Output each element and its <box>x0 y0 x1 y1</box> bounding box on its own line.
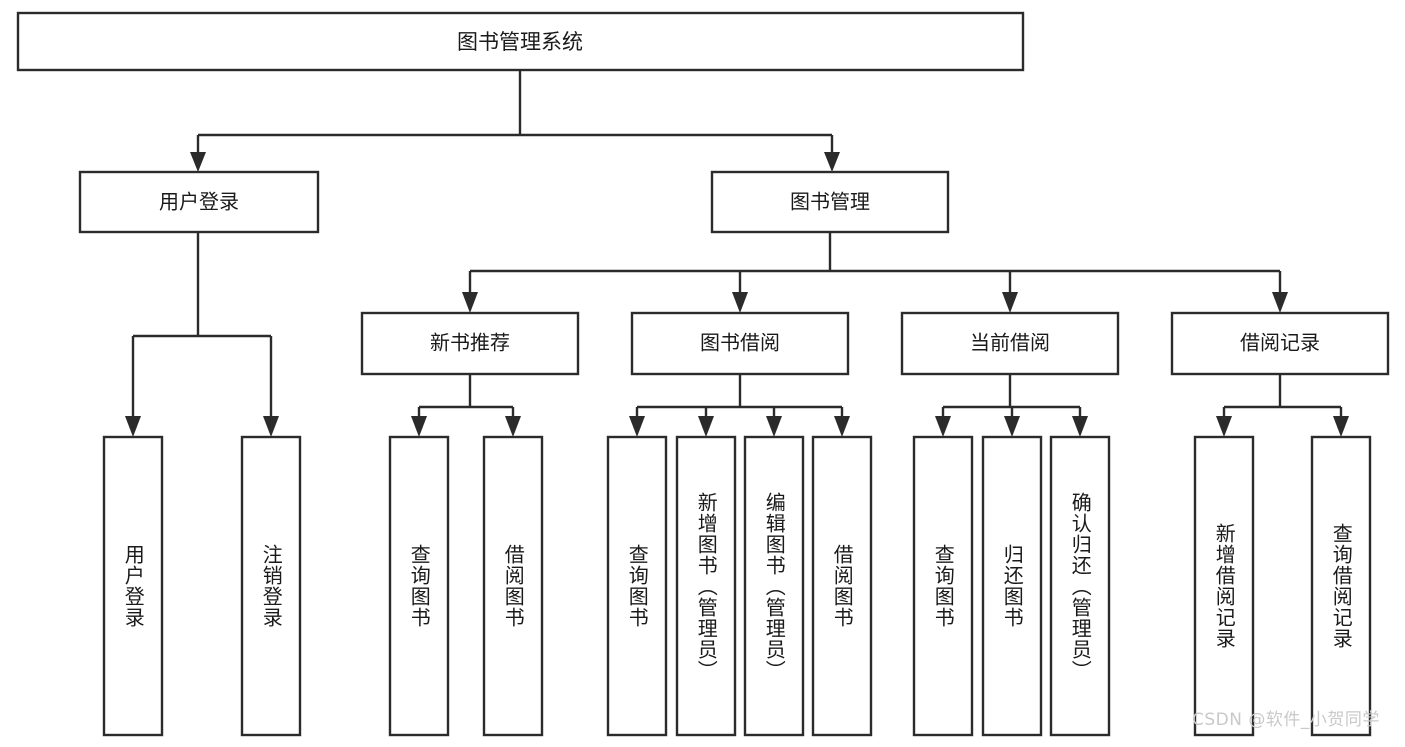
node-leaf-borrow-add-box[interactable] <box>675 435 737 737</box>
node-book-manage[interactable]: 图书管理 <box>710 170 950 234</box>
leaf-box-group <box>102 435 1372 737</box>
node-leaf-rec-query-box[interactable] <box>388 435 450 737</box>
arrow-head-leaf-borrow-edit <box>766 416 782 437</box>
arrow-head-leaf-rec-borrow <box>505 416 521 437</box>
node-leaf-user-logout-box[interactable] <box>240 435 302 737</box>
node-leaf-rec-add-box[interactable] <box>1193 435 1255 737</box>
arrow-head-book-manage <box>824 152 840 172</box>
node-leaf-borrow-query-box[interactable] <box>606 435 668 737</box>
arrow-head-user-login <box>190 152 206 172</box>
node-leaf-borrow-lend-box[interactable] <box>811 435 873 737</box>
csdn-watermark: CSDN @软件_小贺同学 <box>1192 710 1380 730</box>
node-borrow-record-box[interactable] <box>1170 311 1390 376</box>
arrow-head-leaf-cur-return <box>1004 416 1020 437</box>
node-book-borrow-label: 图书借阅 <box>700 331 780 355</box>
node-new-book-rec-label: 新书推荐 <box>430 331 510 355</box>
arrow-head-leaf-cur-query <box>935 416 951 437</box>
node-book-borrow-box[interactable] <box>630 311 850 376</box>
node-user-login-box[interactable] <box>78 170 320 234</box>
node-root-label: 图书管理系统 <box>457 30 583 54</box>
connector-group <box>125 70 1349 437</box>
arrow-head-leaf-rec-query2 <box>1333 416 1349 437</box>
arrow-head-current-borrow <box>1002 292 1018 313</box>
arrow-head-leaf-user-logout <box>263 416 279 437</box>
arrow-head-leaf-rec-add <box>1216 416 1232 437</box>
arrow-head-book-borrow <box>732 292 748 313</box>
node-book-manage-box[interactable] <box>710 170 950 234</box>
node-current-borrow-box[interactable] <box>900 311 1120 376</box>
arrow-head-leaf-borrow-lend <box>834 416 850 437</box>
node-leaf-rec-query2-box[interactable] <box>1310 435 1372 737</box>
node-borrow-record-label: 借阅记录 <box>1240 331 1320 355</box>
node-root-box[interactable] <box>16 11 1025 72</box>
node-book-manage-label: 图书管理 <box>790 190 870 214</box>
node-root[interactable]: 图书管理系统 <box>16 11 1025 72</box>
node-user-login[interactable]: 用户登录 <box>78 170 320 234</box>
node-new-book-rec[interactable]: 新书推荐 <box>360 311 580 376</box>
arrow-head-leaf-cur-confirm <box>1072 416 1088 437</box>
node-new-book-rec-box[interactable] <box>360 311 580 376</box>
node-user-login-label: 用户登录 <box>159 190 239 214</box>
arrow-head-leaf-user-login <box>125 416 141 437</box>
node-leaf-cur-query-box[interactable] <box>912 435 974 737</box>
node-leaf-cur-confirm-box[interactable] <box>1049 435 1111 737</box>
arrow-head-borrow-record <box>1272 292 1288 313</box>
node-leaf-borrow-edit-box[interactable] <box>743 435 805 737</box>
arrow-head-leaf-borrow-add <box>698 416 714 437</box>
arrow-head-leaf-rec-query <box>411 416 427 437</box>
arrow-head-new-book-rec <box>462 292 478 313</box>
node-leaf-cur-return-box[interactable] <box>981 435 1043 737</box>
node-book-borrow[interactable]: 图书借阅 <box>630 311 850 376</box>
node-current-borrow[interactable]: 当前借阅 <box>900 311 1120 376</box>
arrow-head-leaf-borrow-query <box>629 416 645 437</box>
node-borrow-record[interactable]: 借阅记录 <box>1170 311 1390 376</box>
node-current-borrow-label: 当前借阅 <box>970 331 1050 355</box>
node-leaf-rec-borrow-box[interactable] <box>482 435 544 737</box>
node-leaf-user-login-box[interactable] <box>102 435 164 737</box>
